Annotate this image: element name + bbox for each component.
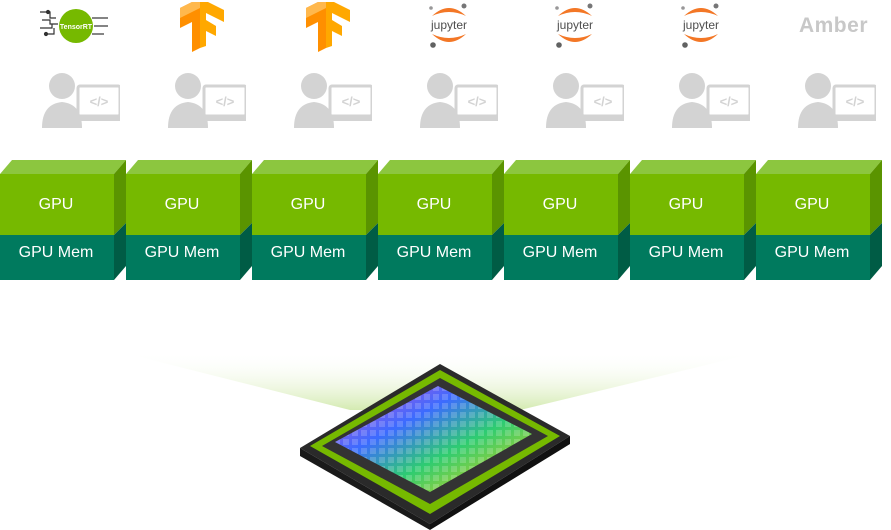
user-with-code-screen-icon: </> [42,73,124,128]
user-with-code-screen-icon: </> [294,73,376,128]
gpu-mem-label: GPU Mem [144,244,220,261]
gpu-mem-label: GPU Mem [648,244,724,261]
gpu-label: GPU [290,196,326,213]
column-6: jupyter </> GPU GPU Mem [630,0,756,290]
user-with-code-screen-icon: </> [420,73,502,128]
amber-logo-text: Amber [798,14,868,37]
column-7: Amber </> GPU GPU Mem [756,0,882,290]
user-icon: </> [544,70,628,135]
jupyter-logo: jupyter [378,2,504,52]
gpu-cube: GPU GPU Mem [630,160,756,282]
gpu-cube: GPU GPU Mem [504,160,630,282]
user-with-code-screen-icon: </> [798,73,880,128]
jupyter-logo: jupyter [504,2,630,52]
gpu-cube: GPU GPU Mem [756,160,882,282]
user-icon: </> [292,70,376,135]
tensorflow-logo [126,2,252,52]
svg-text:</>: </> [846,94,865,109]
gpu-cube: GPU GPU Mem [0,160,126,282]
gpu-label: GPU [794,196,830,213]
user-with-code-screen-icon: </> [546,73,628,128]
gpu-mem-label: GPU Mem [774,244,850,261]
gpu-mem-label: GPU Mem [522,244,598,261]
gpu-mem-label: GPU Mem [18,244,94,261]
svg-text:</>: </> [468,94,487,109]
user-with-code-screen-icon: </> [672,73,754,128]
jupyter-logo-icon: jupyter [429,3,467,48]
gpu-label: GPU [164,196,200,213]
jupyter-logo-icon: jupyter [681,3,719,48]
user-with-code-screen-icon: </> [168,73,250,128]
user-icon: </> [670,70,754,135]
column-2: </> GPU GPU Mem [126,0,252,290]
gpu-cube: GPU GPU Mem [378,160,504,282]
svg-text:</>: </> [90,94,109,109]
svg-text:</>: </> [216,94,235,109]
tensorrt-logo: TensorRT [0,2,126,52]
gpu-cube: GPU GPU Mem [126,160,252,282]
tensorrt-logo-icon: TensorRT [40,9,108,43]
svg-text:</>: </> [720,94,739,109]
svg-text:</>: </> [594,94,613,109]
column-3: </> GPU GPU Mem [252,0,378,290]
user-icon: </> [40,70,124,135]
svg-text:jupyter: jupyter [430,18,467,32]
user-icon: </> [796,70,880,135]
gpu-label: GPU [416,196,452,213]
svg-text:TensorRT: TensorRT [60,24,93,31]
gpu-label: GPU [38,196,74,213]
svg-text:jupyter: jupyter [556,18,593,32]
gpu-chip-icon [120,352,760,530]
gpu-label: GPU [668,196,704,213]
column-4: jupyter </> GPU GPU Mem [378,0,504,290]
user-icon: </> [166,70,250,135]
gpu-cube: GPU GPU Mem [252,160,378,282]
tensorflow-logo [252,2,378,52]
tensorflow-logo-icon [306,2,350,52]
user-icon: </> [418,70,502,135]
gpu-mem-label: GPU Mem [396,244,472,261]
svg-text:jupyter: jupyter [682,18,719,32]
amber-logo: Amber [756,2,882,52]
jupyter-logo-icon: jupyter [555,3,593,48]
gpu-label: GPU [542,196,578,213]
svg-text:</>: </> [342,94,361,109]
column-1: TensorRT </> GPU GPU Mem [0,0,126,290]
tensorflow-logo-icon [180,2,224,52]
column-5: jupyter </> GPU GPU Mem [504,0,630,290]
jupyter-logo: jupyter [630,2,756,52]
gpu-mem-label: GPU Mem [270,244,346,261]
